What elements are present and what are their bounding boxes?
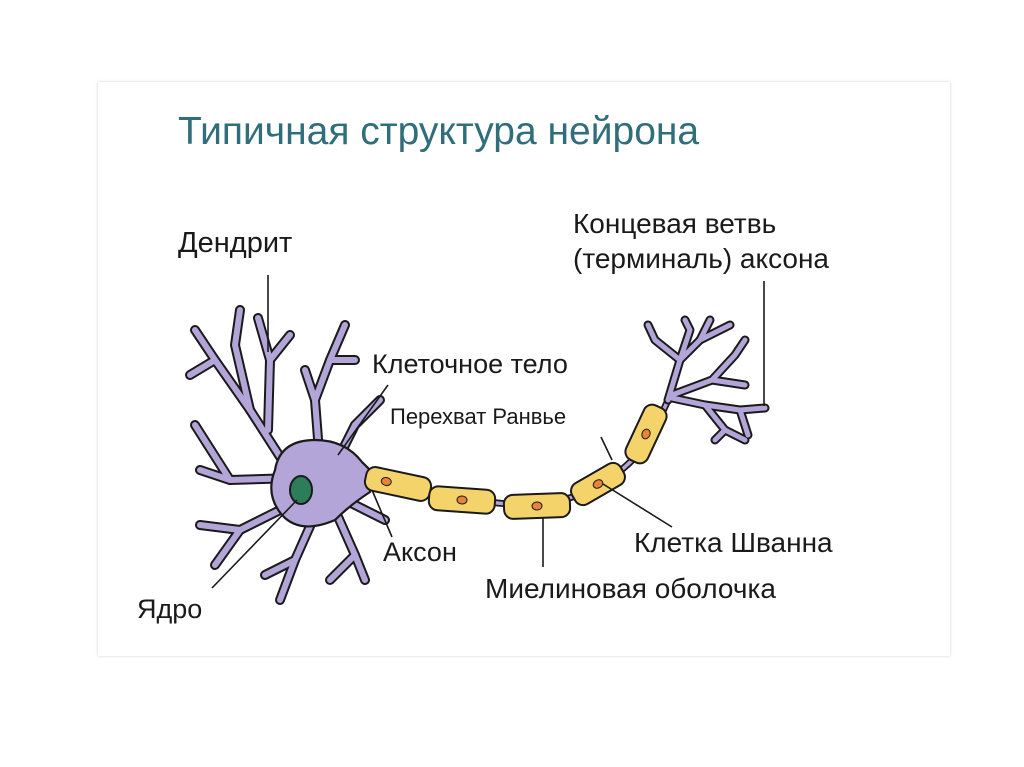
leader-schwann bbox=[602, 483, 673, 528]
leader-axon bbox=[371, 489, 393, 538]
leader-nucleus bbox=[211, 499, 298, 589]
myelin-segment bbox=[502, 492, 572, 520]
myelin-segment bbox=[363, 466, 433, 502]
leader-cell-body bbox=[337, 384, 389, 456]
label-dendrite: Дендрит bbox=[178, 227, 292, 259]
label-node-of-ranvier: Перехват Ранвье bbox=[390, 404, 566, 429]
label-axon: Аксон bbox=[383, 537, 457, 567]
myelin-segment bbox=[624, 403, 668, 465]
dendrites bbox=[185, 305, 390, 605]
leader-lines bbox=[211, 275, 765, 589]
nucleus-shape bbox=[289, 475, 313, 505]
axon-terminal-branches bbox=[643, 315, 770, 445]
myelin-segment bbox=[570, 461, 626, 507]
label-schwann-cell: Клетка Шванна bbox=[634, 527, 833, 558]
label-myelin-sheath: Миелиновая оболочка bbox=[485, 573, 776, 604]
myelin-segment bbox=[427, 485, 497, 515]
label-cell-body: Клеточное тело bbox=[372, 349, 568, 379]
myelin-segments bbox=[363, 403, 668, 520]
label-nucleus: Ядро bbox=[137, 594, 202, 624]
leader-ranvier bbox=[600, 436, 613, 461]
diagram-title: Типичная структура нейрона bbox=[178, 110, 700, 153]
label-axon-terminal-line1: Концевая ветвь bbox=[573, 208, 776, 239]
label-axon-terminal-line2: (терминаль) аксона bbox=[573, 243, 829, 274]
cell-body bbox=[270, 438, 372, 528]
